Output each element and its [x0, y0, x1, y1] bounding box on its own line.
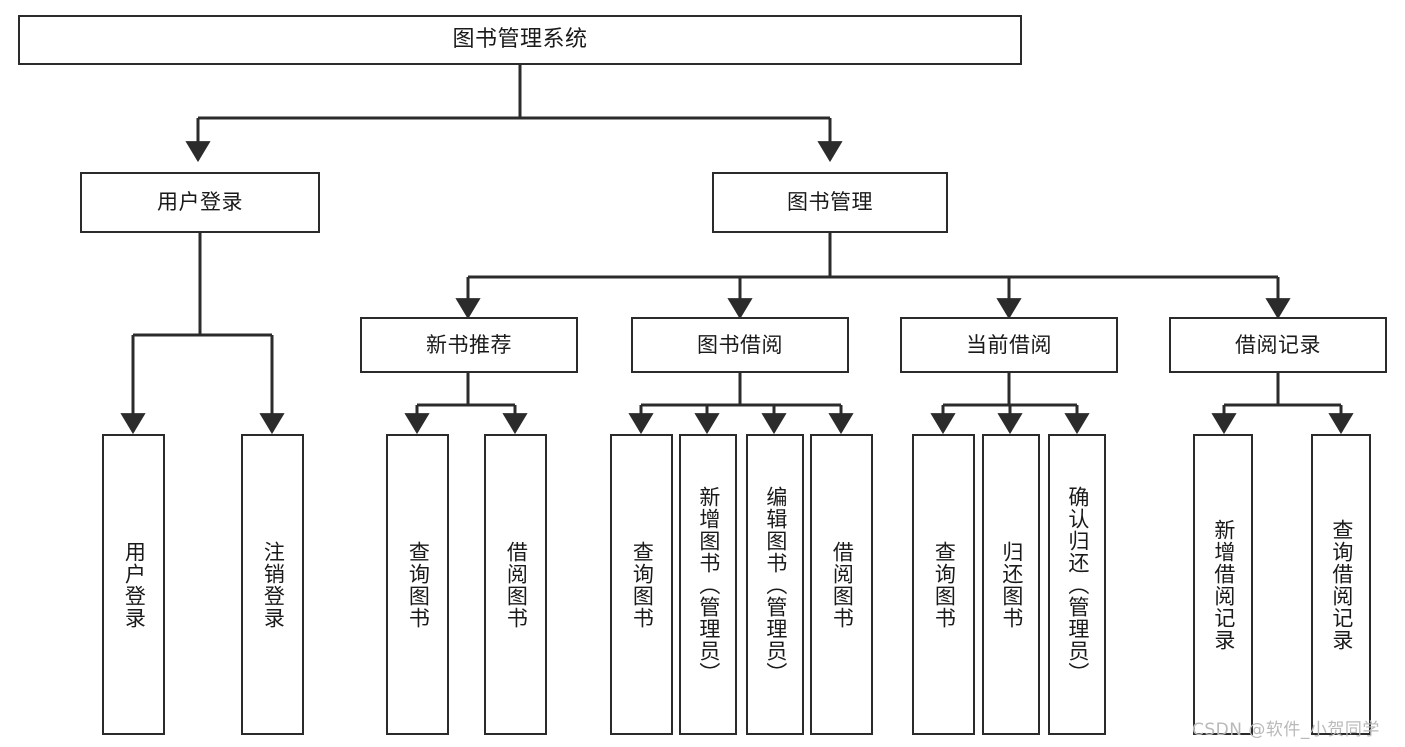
node-new-book-recommend[interactable]: 新书推荐: [360, 317, 578, 373]
leaf-new-book-borrow[interactable]: 借阅图书: [484, 434, 547, 735]
leaf-current-return-book[interactable]: 归还图书: [982, 434, 1040, 735]
node-label: 用户登录: [157, 190, 243, 215]
node-book-borrow[interactable]: 图书借阅: [631, 317, 849, 373]
node-label: 借阅图书: [504, 540, 529, 629]
leaf-record-add[interactable]: 新增借阅记录: [1193, 434, 1253, 735]
node-label: 图书管理: [787, 190, 873, 215]
node-label: 确认归还（管理员）: [1065, 485, 1090, 684]
node-label: 当前借阅: [966, 332, 1052, 357]
node-label: 编辑图书（管理员）: [763, 485, 788, 684]
node-label: 新增借阅记录: [1211, 518, 1236, 651]
leaf-user-login[interactable]: 用户登录: [102, 434, 165, 735]
node-label: 查询图书: [932, 540, 957, 629]
leaf-borrow-borrow-book[interactable]: 借阅图书: [810, 434, 873, 735]
node-label: 新书推荐: [426, 332, 512, 357]
leaf-current-query-book[interactable]: 查询图书: [912, 434, 975, 735]
csdn-watermark: CSDN @软件_小贺同学: [1192, 720, 1380, 740]
node-book-management[interactable]: 图书管理: [712, 172, 948, 233]
node-label: 图书管理系统: [452, 27, 588, 53]
leaf-borrow-edit-book[interactable]: 编辑图书（管理员）: [746, 434, 804, 735]
node-root-system[interactable]: 图书管理系统: [18, 15, 1022, 65]
node-borrow-record[interactable]: 借阅记录: [1169, 317, 1387, 373]
node-label: 注销登录: [261, 540, 286, 629]
leaf-record-query[interactable]: 查询借阅记录: [1311, 434, 1371, 735]
leaf-borrow-add-book[interactable]: 新增图书（管理员）: [679, 434, 737, 735]
node-label: 新增图书（管理员）: [696, 485, 721, 684]
node-label: 借阅记录: [1235, 332, 1321, 357]
leaf-borrow-query-book[interactable]: 查询图书: [610, 434, 673, 735]
node-current-borrow[interactable]: 当前借阅: [900, 317, 1118, 373]
leaf-current-confirm-return[interactable]: 确认归还（管理员）: [1048, 434, 1106, 735]
node-label: 图书借阅: [697, 332, 783, 357]
node-label: 查询图书: [406, 540, 431, 629]
node-user-login[interactable]: 用户登录: [80, 172, 320, 233]
node-label: 借阅图书: [830, 540, 855, 629]
node-label: 查询图书: [630, 540, 655, 629]
node-label: 查询借阅记录: [1329, 518, 1354, 651]
node-label: 归还图书: [999, 540, 1024, 629]
leaf-user-logout[interactable]: 注销登录: [241, 434, 304, 735]
leaf-new-book-query[interactable]: 查询图书: [386, 434, 449, 735]
node-label: 用户登录: [122, 540, 147, 629]
